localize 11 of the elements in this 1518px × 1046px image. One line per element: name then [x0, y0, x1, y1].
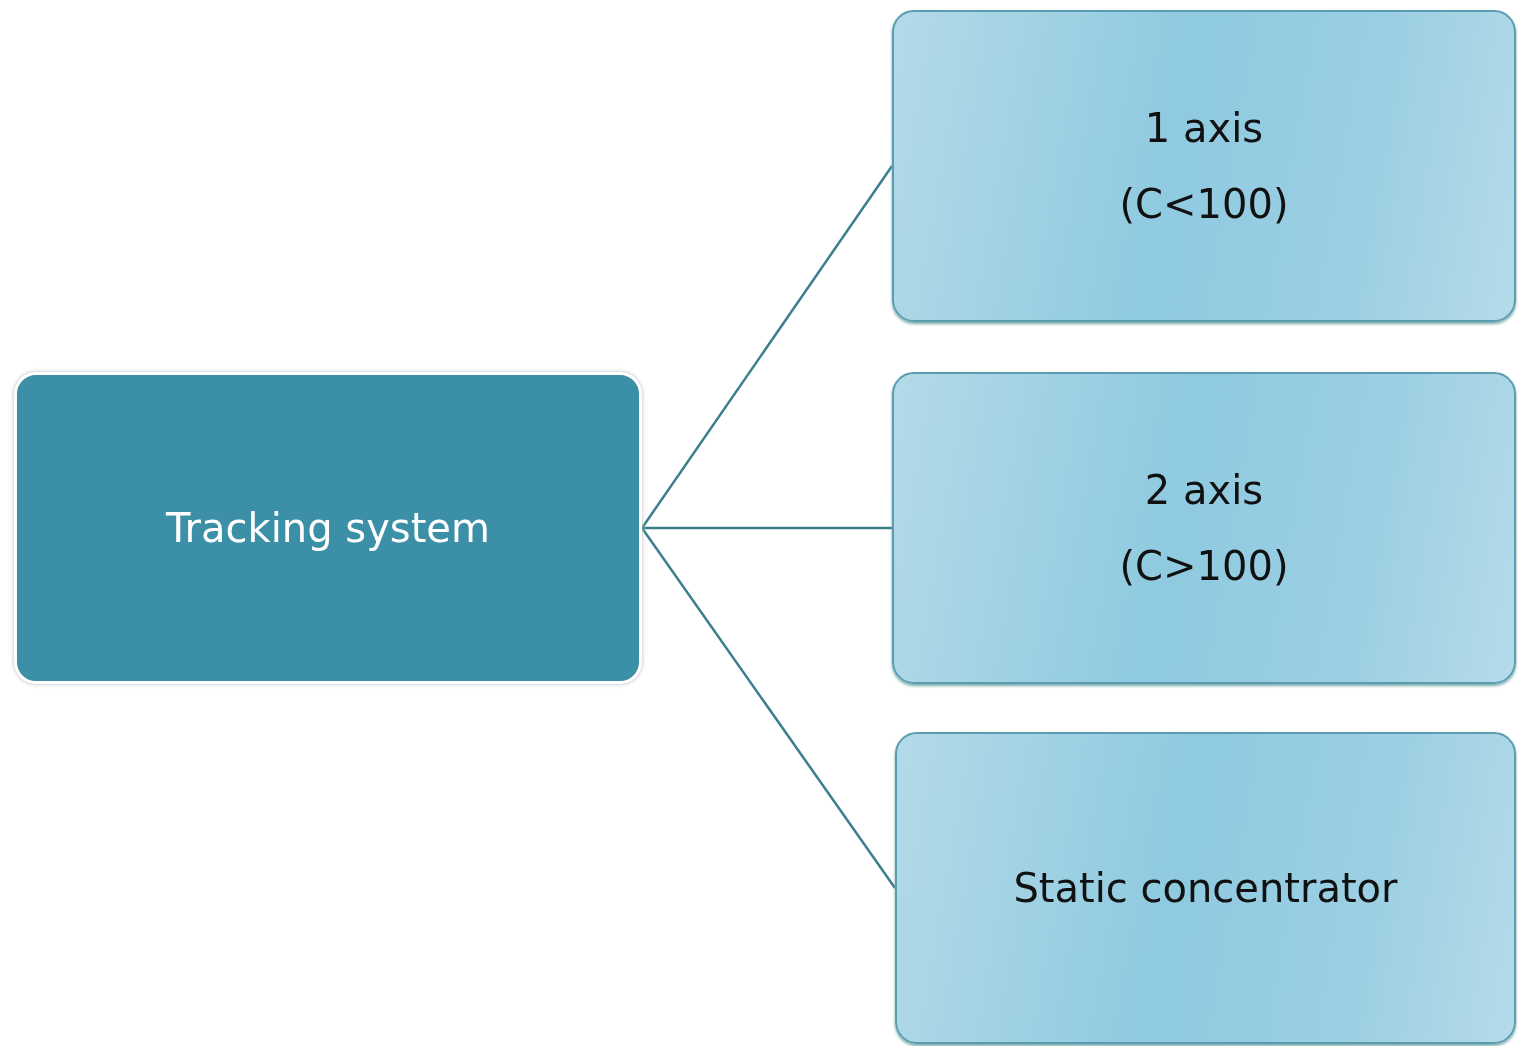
root-box [14, 372, 642, 684]
box-label: Tracking system [166, 504, 490, 553]
box-label: Static concentrator [1013, 864, 1398, 913]
branch-box [895, 732, 1516, 1044]
connector-line [640, 165, 894, 529]
branch-box [892, 10, 1516, 322]
box-label: 1 axis (C<100) [1118, 104, 1290, 229]
box-label: 2 axis (C>100) [1118, 466, 1290, 591]
connector-line [640, 527, 897, 889]
connector-line [642, 526, 892, 530]
branch-box [892, 372, 1516, 684]
